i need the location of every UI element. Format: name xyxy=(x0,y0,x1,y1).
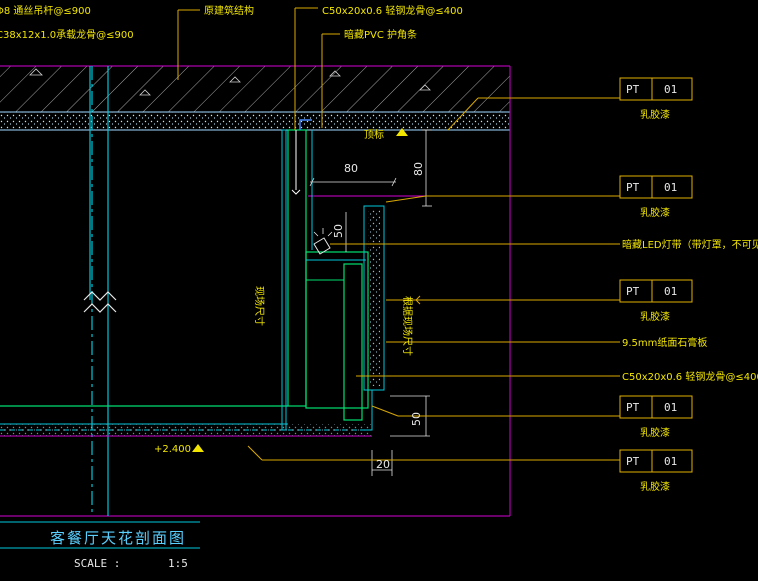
hanger-label: Φ8 通丝吊杆@≤900 xyxy=(0,5,91,17)
keel-callout: C50x20x0.6 轻钢龙骨@≤400 xyxy=(622,370,758,383)
tag-code: PT xyxy=(626,285,640,298)
tag-code: PT xyxy=(626,181,640,194)
led-strip-icon xyxy=(313,228,333,255)
dim-50-bottom: 50 xyxy=(410,412,423,426)
dim-50-top: 50 xyxy=(332,224,345,238)
dim-80-vertical: 80 xyxy=(412,162,425,176)
tag-note: 乳胶漆 xyxy=(640,426,670,439)
cove-structure xyxy=(281,119,385,431)
title-block xyxy=(0,521,200,549)
level-upper: 顶标 xyxy=(364,129,384,141)
dimension-lines xyxy=(309,129,432,476)
dim-20: 20 xyxy=(376,458,390,471)
tag-num: 01 xyxy=(664,285,677,298)
level-markers xyxy=(192,128,408,452)
dim-80-horizontal: 80 xyxy=(344,162,358,175)
main-keel-label: C38x12x1.0承载龙骨@≤900 xyxy=(0,28,134,41)
tag-note: 乳胶漆 xyxy=(640,310,670,323)
tag-code: PT xyxy=(626,83,640,96)
tag-num: 01 xyxy=(664,83,677,96)
hanger-rods xyxy=(83,66,117,516)
tag-code: PT xyxy=(626,455,640,468)
scale-value: 1:5 xyxy=(168,557,188,570)
gypsum-callout: 9.5mm纸面石膏板 xyxy=(622,336,707,349)
led-callout: 暗藏LED灯带（带灯罩，不可见灯珠） xyxy=(622,238,758,251)
light-keel-label: C50x20x0.6 轻钢龙骨@≤400 xyxy=(322,4,463,17)
structure-label: 原建筑结构 xyxy=(204,4,254,17)
side-text-left: 现场尺寸 xyxy=(253,286,266,326)
tag-note: 乳胶漆 xyxy=(640,480,670,493)
tag-code: PT xyxy=(626,401,640,414)
pvc-strip-label: 暗藏PVC 护角条 xyxy=(344,28,417,41)
scale-label: SCALE : xyxy=(74,557,120,570)
tag-note: 乳胶漆 xyxy=(640,206,670,219)
tag-num: 01 xyxy=(664,181,677,194)
drawing-title: 客餐厅天花剖面图 xyxy=(50,529,186,547)
level-lower: +2.400 xyxy=(154,444,191,455)
concrete-slab xyxy=(0,65,510,131)
ceiling-board xyxy=(0,405,372,437)
tag-num: 01 xyxy=(664,401,677,414)
tag-boxes xyxy=(619,77,693,473)
side-text-right: 根据现场尺寸 xyxy=(401,296,414,356)
tag-num: 01 xyxy=(664,455,677,468)
leader-lines xyxy=(177,7,620,461)
tag-note: 乳胶漆 xyxy=(640,108,670,121)
